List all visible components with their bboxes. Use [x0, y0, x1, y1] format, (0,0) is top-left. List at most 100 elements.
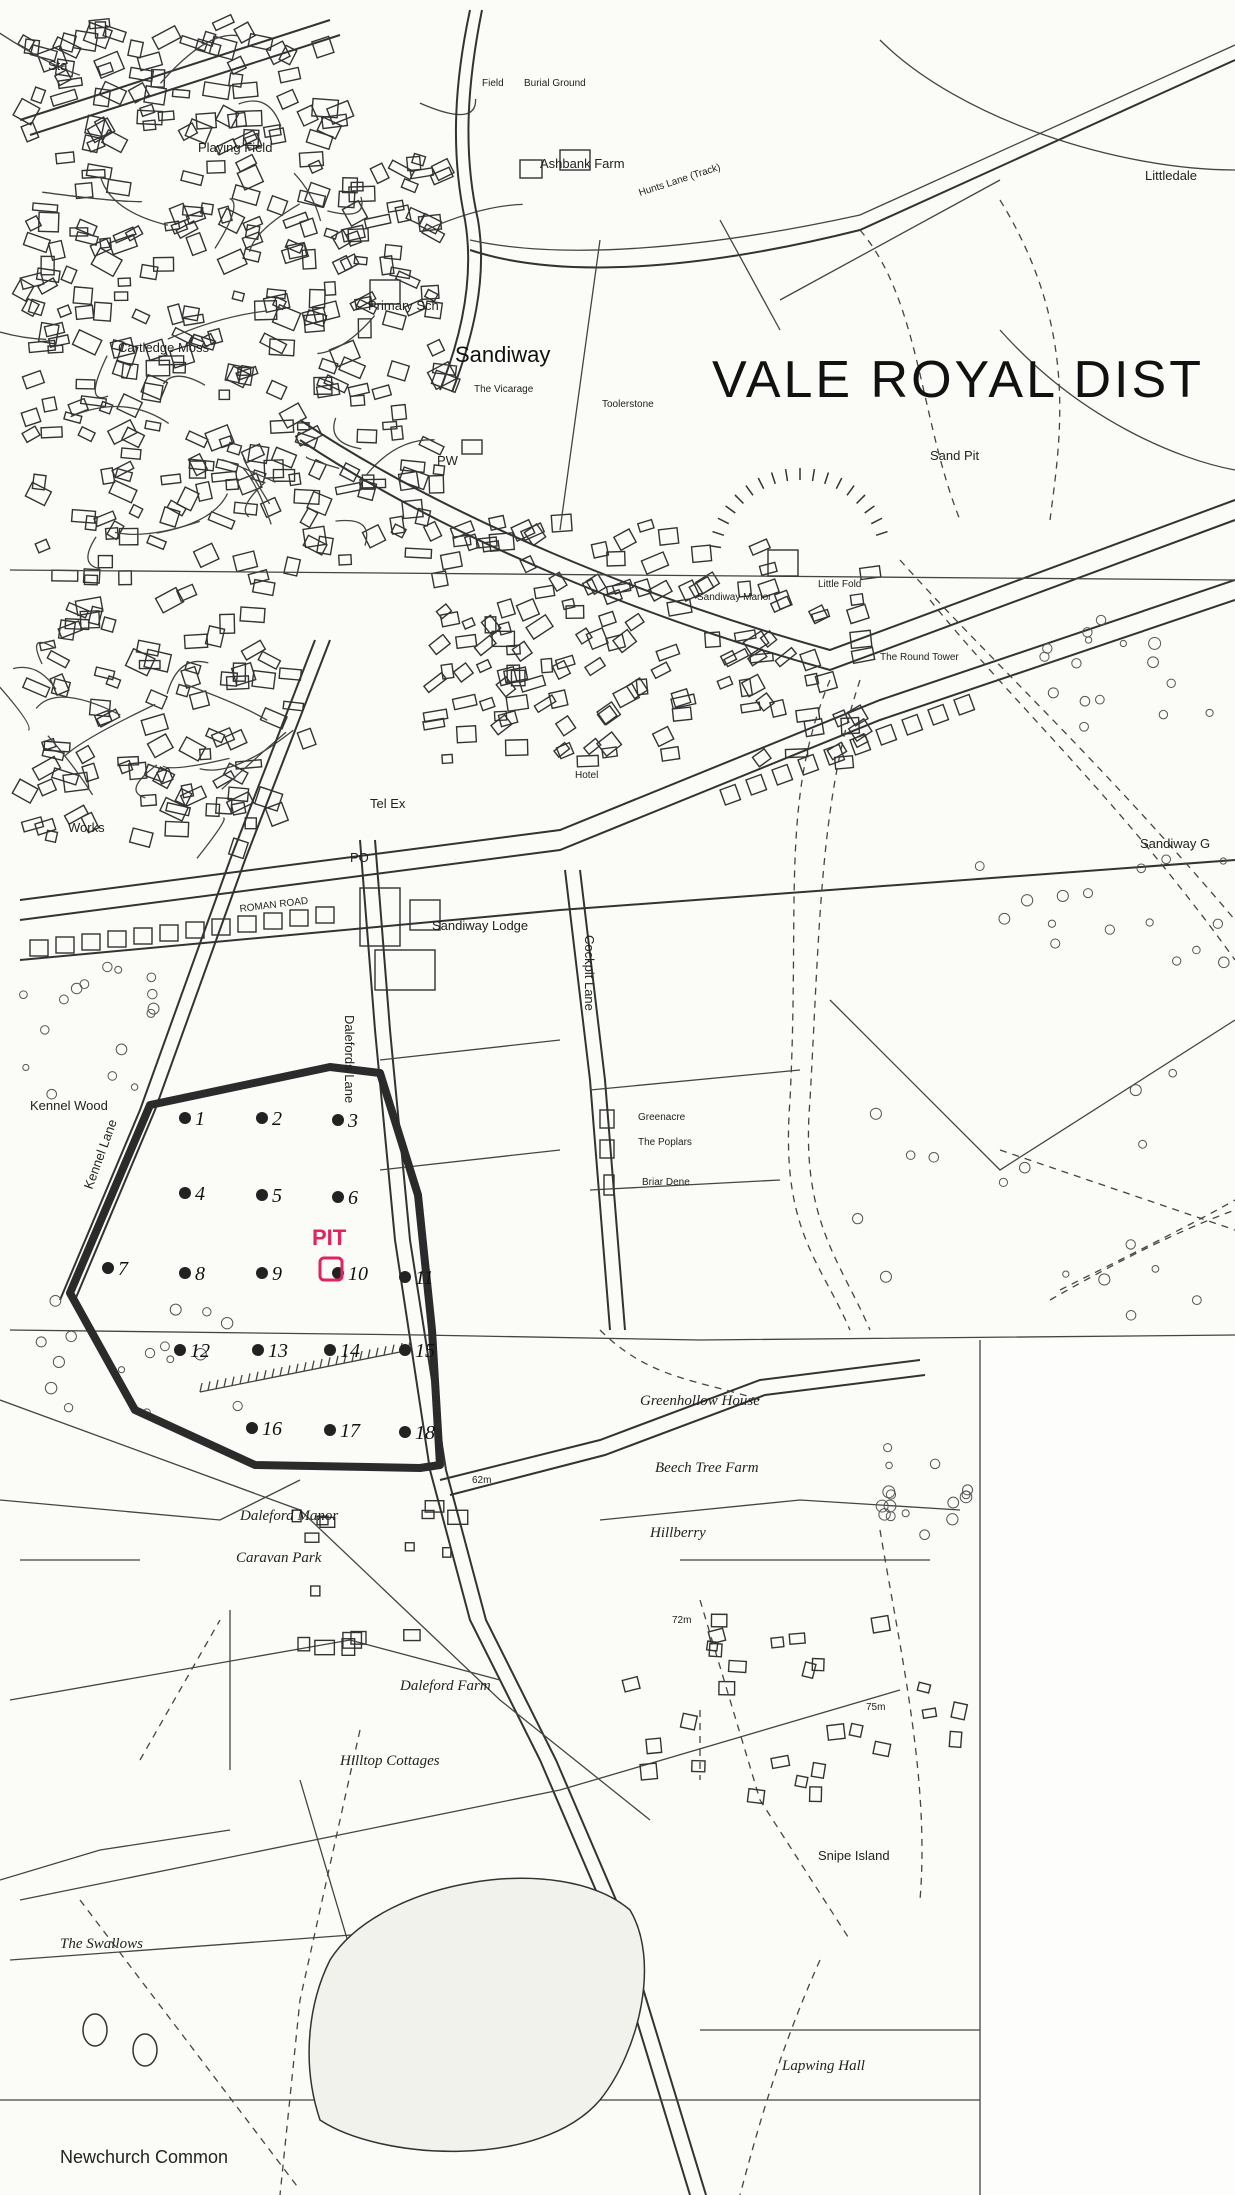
- house: [379, 255, 395, 276]
- house: [135, 639, 161, 657]
- house: [231, 81, 259, 100]
- hole-number: 2: [272, 1108, 282, 1130]
- house: [81, 933, 101, 951]
- hole-number: 7: [118, 1258, 129, 1280]
- house: [493, 710, 508, 722]
- house: [386, 199, 405, 214]
- house: [234, 153, 258, 173]
- tree-symbol: [194, 1347, 207, 1361]
- house: [430, 157, 455, 182]
- house: [184, 430, 209, 449]
- house: [475, 658, 493, 674]
- house: [751, 747, 773, 768]
- house: [506, 664, 521, 683]
- house: [599, 1109, 615, 1129]
- house: [386, 359, 411, 382]
- house: [410, 152, 427, 167]
- house: [296, 189, 327, 209]
- house: [201, 81, 231, 101]
- hole-marker: [324, 1344, 336, 1356]
- hole-number: 6: [348, 1187, 358, 1209]
- label-lapwing-hall: Lapwing Hall: [781, 2058, 865, 2074]
- tree-symbol: [974, 861, 985, 872]
- village-street: [162, 375, 206, 386]
- village-street: [64, 703, 156, 757]
- house: [247, 32, 274, 52]
- house: [655, 643, 681, 662]
- label-field: Field: [482, 78, 504, 89]
- house: [519, 554, 537, 574]
- tree-symbol: [63, 1402, 74, 1413]
- house: [421, 1509, 435, 1520]
- house: [585, 573, 607, 596]
- house: [504, 738, 529, 757]
- tree-symbol: [1047, 687, 1059, 699]
- house: [808, 1786, 823, 1803]
- house: [251, 669, 277, 690]
- tree-symbol: [1095, 614, 1107, 626]
- village-street: [135, 764, 158, 799]
- house: [810, 1761, 827, 1779]
- house: [439, 551, 464, 571]
- label-sandiway-g: Sandiway G: [1140, 836, 1210, 851]
- house: [657, 526, 680, 546]
- house: [92, 301, 113, 322]
- house: [116, 341, 139, 366]
- house: [666, 598, 693, 617]
- pit-hachure: [725, 505, 736, 514]
- pit-hachure: [875, 530, 888, 536]
- tree-symbol: [22, 1063, 30, 1072]
- house: [576, 754, 600, 768]
- house: [349, 290, 377, 312]
- pit-hachure: [811, 469, 816, 482]
- house: [29, 43, 59, 62]
- tree-symbol: [46, 1088, 58, 1100]
- house: [227, 786, 250, 803]
- house: [497, 621, 513, 636]
- house: [431, 362, 458, 377]
- house: [140, 712, 170, 737]
- tree-symbol: [1168, 1068, 1178, 1078]
- tree-symbol: [878, 1508, 891, 1521]
- house: [294, 431, 319, 450]
- house: [133, 927, 153, 945]
- house: [363, 213, 392, 230]
- house: [705, 1640, 719, 1652]
- house: [389, 515, 406, 535]
- house: [690, 1759, 706, 1773]
- house: [41, 396, 58, 413]
- house: [422, 717, 446, 731]
- house: [801, 1661, 817, 1680]
- house: [29, 939, 49, 957]
- house: [601, 746, 619, 759]
- house: [218, 435, 234, 449]
- pit-hachure: [856, 494, 866, 504]
- house: [51, 36, 82, 60]
- house: [31, 755, 62, 782]
- label-the-poplars: The Poplars: [638, 1137, 692, 1148]
- house: [788, 1632, 806, 1645]
- village-street: [221, 731, 287, 790]
- house: [160, 473, 182, 486]
- house: [94, 21, 107, 39]
- house: [56, 304, 73, 319]
- village-street: [196, 817, 225, 859]
- house: [330, 229, 352, 251]
- house: [89, 237, 112, 258]
- house: [11, 778, 39, 805]
- house: [38, 639, 57, 652]
- house: [770, 1636, 785, 1649]
- house: [518, 674, 547, 693]
- tree-symbol: [1136, 863, 1147, 874]
- house: [226, 441, 243, 456]
- house: [21, 425, 41, 444]
- house: [633, 578, 653, 598]
- house: [207, 327, 224, 346]
- house: [289, 909, 309, 927]
- tree-symbol: [160, 1341, 170, 1352]
- house: [247, 443, 270, 465]
- village-street: [99, 176, 169, 226]
- house: [139, 793, 158, 807]
- house: [225, 365, 251, 389]
